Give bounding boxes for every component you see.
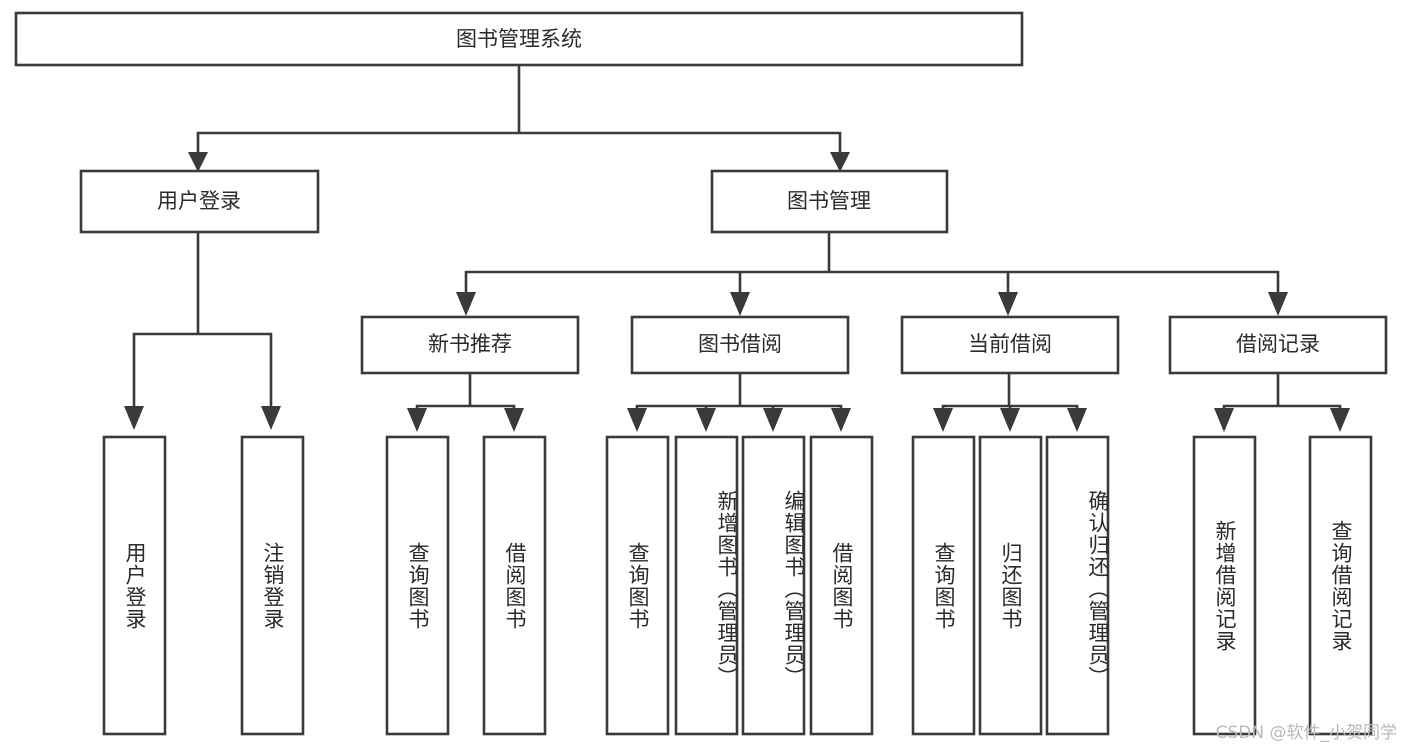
leaf-query-book-nb-box[interactable] (385, 435, 450, 736)
leaf-confirm-return-box[interactable] (1045, 435, 1110, 736)
arrow-to-leaf-confirm-return (1067, 408, 1087, 432)
node-new-book-recommend-label: 新书推荐 (428, 332, 512, 356)
arrow-to-user-login (188, 152, 208, 172)
leaf-add-book-box[interactable] (674, 435, 739, 736)
leaf-borrow-book-nb-box[interactable] (482, 435, 547, 736)
leaf-add-record-box[interactable] (1192, 435, 1257, 736)
arrow-to-leaf-borrow-book-nb (504, 408, 524, 432)
arrow-to-leaf-query-book-cb (933, 408, 953, 432)
node-book-borrow-label: 图书借阅 (698, 332, 782, 356)
connector-current-borrow-bus (941, 371, 1079, 414)
leaf-query-book-bb-box[interactable] (605, 435, 670, 736)
node-user-login-label: 用户登录 (157, 189, 241, 213)
connector-user-login-bus (132, 230, 273, 412)
arrow-to-leaf-borrow-book-bb (831, 408, 851, 432)
connector-new-book-recommend-bus (415, 371, 516, 414)
connector-root-bus (196, 64, 842, 160)
arrow-to-leaf-return-book (1000, 408, 1020, 432)
node-book-management-label: 图书管理 (787, 189, 871, 213)
leaf-query-book-cb-box[interactable] (911, 435, 976, 736)
node-root-box[interactable] (14, 11, 1024, 67)
arrow-to-new-book-recommend (456, 292, 476, 316)
arrow-to-leaf-logout (261, 406, 281, 430)
arrow-to-leaf-query-record (1330, 408, 1350, 432)
arrow-to-leaf-add-book (696, 408, 716, 432)
arrow-to-current-borrow (998, 292, 1018, 316)
leaf-edit-book-box[interactable] (741, 435, 806, 736)
leaf-logout-box[interactable] (240, 435, 305, 736)
arrow-to-leaf-user-login (124, 406, 144, 430)
arrow-to-book-management (830, 152, 850, 172)
node-root-label: 图书管理系统 (456, 27, 582, 51)
leaf-query-record-box[interactable] (1308, 435, 1373, 736)
node-user-login-box[interactable] (79, 169, 320, 234)
leaf-user-login-box[interactable] (102, 435, 167, 736)
connector-book-borrow-bus (635, 371, 843, 414)
node-new-book-recommend-box[interactable] (360, 315, 580, 375)
arrow-to-leaf-query-book-bb (627, 408, 647, 432)
connector-book-management-bus (464, 230, 1280, 298)
arrow-to-leaf-add-record (1214, 408, 1234, 432)
node-book-borrow-box[interactable] (630, 315, 850, 375)
node-book-management-box[interactable] (710, 169, 949, 234)
leaf-borrow-book-bb-box[interactable] (809, 435, 874, 736)
leaf-return-book-box[interactable] (978, 435, 1043, 736)
node-current-borrow-box[interactable] (900, 315, 1120, 375)
arrow-to-book-borrow (730, 292, 750, 316)
arrow-to-leaf-query-book-nb (407, 408, 427, 432)
node-borrow-record-label: 借阅记录 (1236, 332, 1320, 356)
arrow-to-borrow-record (1268, 292, 1288, 316)
arrow-to-leaf-edit-book (763, 408, 783, 432)
csdn-watermark: CSDN @软件_小贺同学 (1215, 723, 1397, 743)
node-current-borrow-label: 当前借阅 (968, 332, 1052, 356)
connector-borrow-record-bus (1222, 371, 1342, 414)
node-borrow-record-box[interactable] (1168, 315, 1388, 375)
